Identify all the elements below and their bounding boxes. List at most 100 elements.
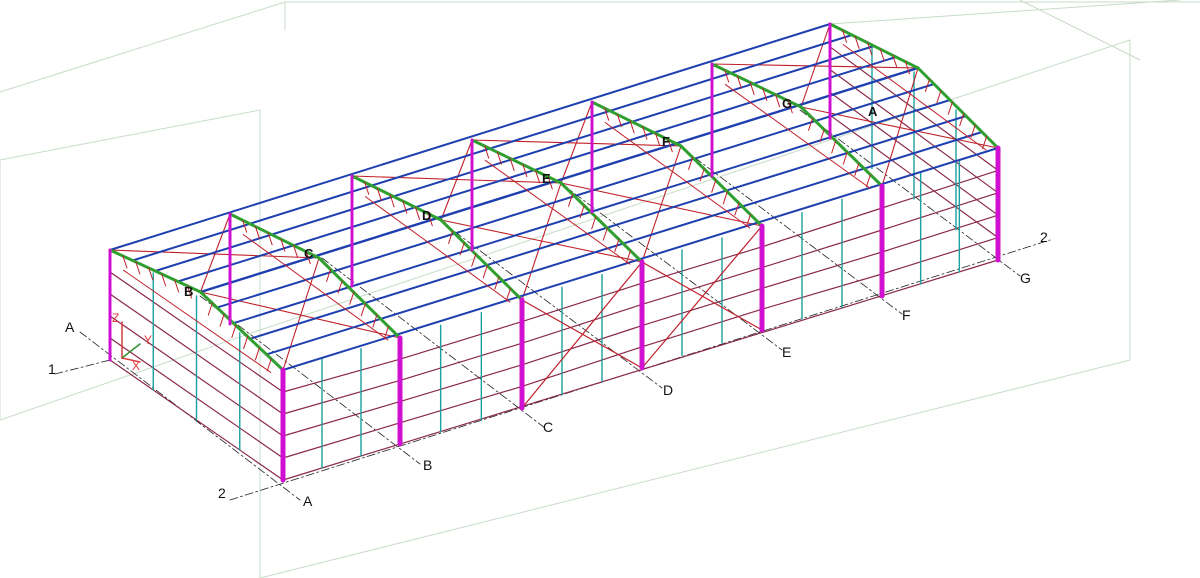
truss-web[interactable] bbox=[266, 358, 272, 372]
truss-web[interactable] bbox=[711, 179, 717, 193]
truss-web[interactable] bbox=[808, 117, 814, 131]
truss-web[interactable] bbox=[970, 124, 976, 138]
truss-web[interactable] bbox=[349, 291, 355, 305]
truss-top-chord[interactable] bbox=[470, 138, 563, 185]
roof-x-brace[interactable] bbox=[800, 106, 999, 149]
truss-web[interactable] bbox=[724, 69, 730, 83]
purlin-far-slope[interactable] bbox=[176, 56, 897, 283]
side-wall-girt[interactable] bbox=[761, 251, 883, 289]
side-wall-girt[interactable] bbox=[881, 214, 999, 253]
roof-x-brace[interactable] bbox=[800, 23, 831, 108]
truss-web[interactable] bbox=[547, 176, 553, 190]
truss-web[interactable] bbox=[762, 88, 768, 102]
bounding-box-edge[interactable] bbox=[0, 109, 261, 161]
axis-x-line[interactable] bbox=[121, 357, 141, 363]
bounding-box-edge[interactable] bbox=[1019, 0, 1141, 61]
wall-x-brace[interactable] bbox=[641, 261, 763, 331]
truss-bottom-chord[interactable] bbox=[123, 269, 272, 373]
wall-x-brace[interactable] bbox=[641, 225, 763, 369]
truss-web[interactable] bbox=[865, 174, 871, 188]
truss-top-chord[interactable] bbox=[559, 181, 644, 264]
truss-web[interactable] bbox=[187, 285, 193, 299]
truss-web[interactable] bbox=[383, 326, 389, 340]
truss-web[interactable] bbox=[207, 302, 213, 316]
truss-web[interactable] bbox=[614, 238, 620, 252]
side-wall-girt[interactable] bbox=[641, 246, 763, 284]
truss-web[interactable] bbox=[699, 168, 705, 182]
truss-web[interactable] bbox=[496, 151, 502, 165]
side-wall-girt[interactable] bbox=[761, 273, 883, 310]
truss-web[interactable] bbox=[819, 129, 825, 143]
roof-trusses[interactable] bbox=[108, 22, 1000, 373]
grid-line-G[interactable] bbox=[799, 109, 1021, 277]
truss-web[interactable] bbox=[655, 132, 661, 146]
roof-x-brace[interactable] bbox=[282, 257, 320, 371]
truss-web[interactable] bbox=[293, 244, 299, 258]
truss-web[interactable] bbox=[629, 120, 635, 134]
wall-bracing[interactable] bbox=[521, 225, 763, 409]
grid-line-E[interactable] bbox=[561, 183, 783, 351]
bounding-box-edge[interactable] bbox=[0, 329, 261, 421]
side-wall-girt[interactable] bbox=[641, 287, 763, 327]
grid-line-F[interactable] bbox=[681, 147, 903, 315]
truss-bottom-chord[interactable] bbox=[842, 44, 987, 151]
side-wall-girt[interactable] bbox=[761, 207, 883, 248]
truss-web[interactable] bbox=[904, 61, 910, 75]
truss-web[interactable] bbox=[415, 206, 421, 220]
truss-top-chord[interactable] bbox=[108, 248, 202, 294]
side-wall-girt[interactable] bbox=[641, 267, 763, 305]
side-wall-girt[interactable] bbox=[399, 342, 523, 381]
truss-web[interactable] bbox=[448, 230, 454, 244]
truss-web[interactable] bbox=[854, 162, 860, 176]
truss-web[interactable] bbox=[568, 193, 574, 207]
truss-web[interactable] bbox=[174, 279, 180, 293]
truss-web[interactable] bbox=[337, 280, 343, 294]
truss-web[interactable] bbox=[494, 276, 500, 290]
side-wall-girt[interactable] bbox=[881, 169, 999, 209]
truss-top-chord[interactable] bbox=[317, 256, 402, 340]
truss-web[interactable] bbox=[482, 265, 488, 279]
truss-web[interactable] bbox=[471, 253, 477, 267]
truss-web[interactable] bbox=[867, 42, 873, 56]
truss-web[interactable] bbox=[326, 268, 332, 282]
truss-top-chord[interactable] bbox=[228, 212, 321, 260]
truss-top-chord[interactable] bbox=[828, 22, 920, 70]
bounding-box-edge[interactable] bbox=[259, 39, 1131, 331]
truss-top-chord[interactable] bbox=[439, 218, 524, 302]
truss-web[interactable] bbox=[892, 54, 898, 68]
wall-posts[interactable] bbox=[152, 47, 961, 469]
side-wall-girt[interactable] bbox=[881, 192, 999, 231]
truss-web[interactable] bbox=[604, 107, 610, 121]
truss-web[interactable] bbox=[254, 226, 260, 240]
truss-web[interactable] bbox=[484, 145, 490, 159]
truss-web[interactable] bbox=[688, 156, 694, 170]
truss-web[interactable] bbox=[982, 136, 988, 150]
truss-bottom-chord[interactable] bbox=[484, 159, 631, 265]
truss-top-chord[interactable] bbox=[799, 105, 884, 188]
grid-line-A[interactable] bbox=[79, 331, 301, 501]
roof-x-brace[interactable] bbox=[560, 101, 593, 184]
truss-web[interactable] bbox=[254, 347, 260, 361]
purlin-far-slope[interactable] bbox=[109, 23, 831, 251]
truss-web[interactable] bbox=[722, 191, 728, 205]
wall-x-brace[interactable] bbox=[521, 261, 643, 409]
truss-web[interactable] bbox=[745, 214, 751, 228]
truss-web[interactable] bbox=[505, 288, 511, 302]
truss-web[interactable] bbox=[509, 157, 515, 171]
truss-web[interactable] bbox=[242, 219, 248, 233]
side-wall-girt[interactable] bbox=[521, 282, 643, 323]
side-wall-girt[interactable] bbox=[521, 325, 643, 366]
side-wall-girt[interactable] bbox=[881, 237, 999, 275]
truss-web[interactable] bbox=[667, 139, 673, 153]
truss-web[interactable] bbox=[879, 48, 885, 62]
wall-girts[interactable] bbox=[109, 46, 999, 481]
truss-web[interactable] bbox=[591, 216, 597, 230]
truss-web[interactable] bbox=[243, 336, 249, 350]
side-wall-girt[interactable] bbox=[282, 379, 401, 415]
side-wall-girt[interactable] bbox=[521, 303, 643, 344]
side-wall-girt[interactable] bbox=[282, 422, 401, 459]
truss-web[interactable] bbox=[775, 94, 781, 108]
truss-bottom-chord[interactable] bbox=[604, 122, 751, 229]
truss-web[interactable] bbox=[231, 324, 237, 338]
truss-web[interactable] bbox=[831, 140, 837, 154]
